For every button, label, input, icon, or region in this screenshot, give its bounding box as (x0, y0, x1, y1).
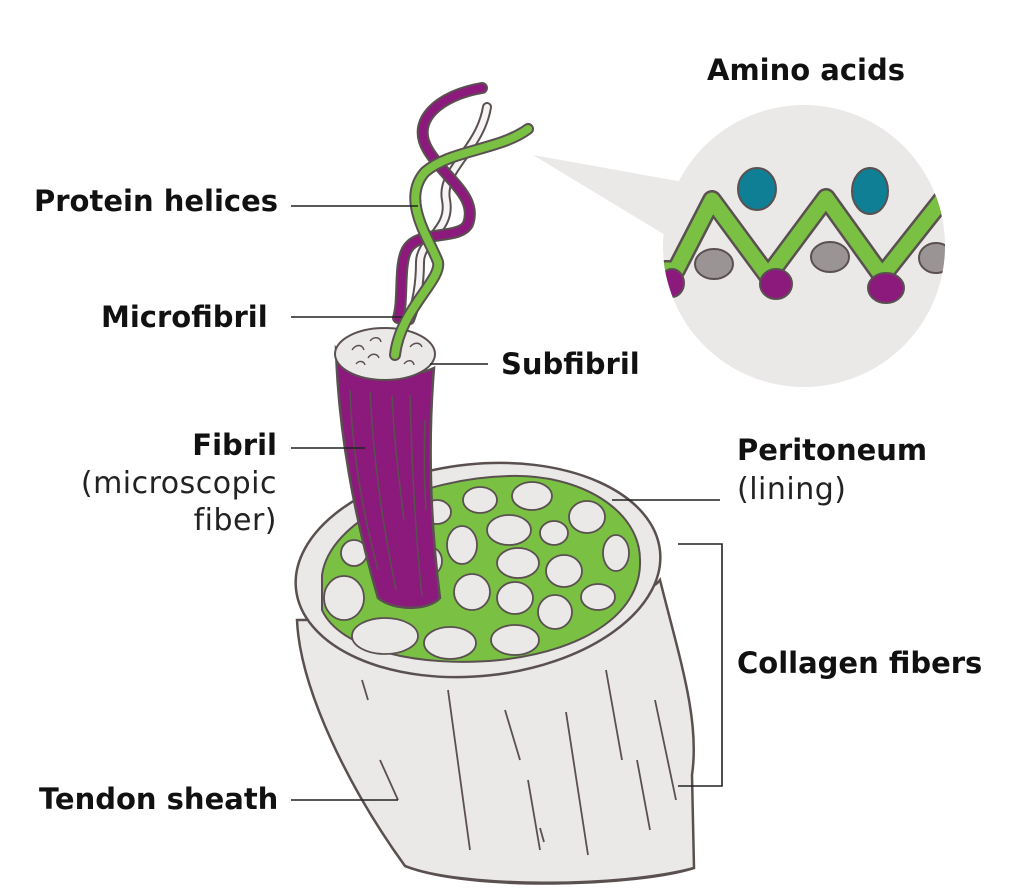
collagen-fiber-cells (323, 481, 630, 660)
fibril-top-face (334, 327, 436, 381)
amino-teal-residue (737, 167, 777, 211)
amino-purple-residue (663, 268, 685, 298)
amino-purple-residue (867, 272, 905, 304)
label-microfibril: Microfibril (101, 300, 268, 334)
label-tendon-sheath: Tendon sheath (39, 782, 279, 816)
label-subfibril: Subfibril (501, 347, 640, 381)
green-helix-strand (391, 125, 532, 359)
amino-purple-residue (759, 268, 793, 300)
label-collagen-fibers: Collagen fibers (737, 646, 983, 680)
label-fibril: Fibril (192, 428, 277, 462)
leader-lines (291, 205, 723, 801)
protein-helix-strands (389, 82, 534, 361)
amino-gray-residue (810, 241, 850, 273)
amino-teal-residue (851, 167, 889, 215)
purple-helix-strand (394, 84, 486, 322)
label-protein-helices: Protein helices (34, 184, 279, 218)
amino-acid-zoom-callout (533, 105, 945, 387)
label-fibril-note-line2: fiber) (193, 503, 277, 538)
label-peritoneum: Peritoneum (737, 433, 928, 467)
subfibril-curls (351, 337, 423, 366)
label-fibril-note-line1: (microscopic (80, 466, 277, 501)
tendon-bottom-rim (404, 864, 695, 885)
sheath-texture-lines (361, 669, 677, 856)
label-peritoneum-note: (lining) (737, 472, 847, 507)
fibril-texture-lines (349, 389, 427, 597)
amino-gray-residue (918, 242, 945, 274)
fibril-column (334, 327, 442, 609)
tendon-cylinder (294, 461, 696, 885)
label-amino-acids: Amino acids (707, 53, 905, 87)
amino-gray-residue (694, 248, 734, 280)
zoom-pointer-wedge (533, 155, 700, 250)
collagen-fibers-bracket (678, 543, 723, 787)
